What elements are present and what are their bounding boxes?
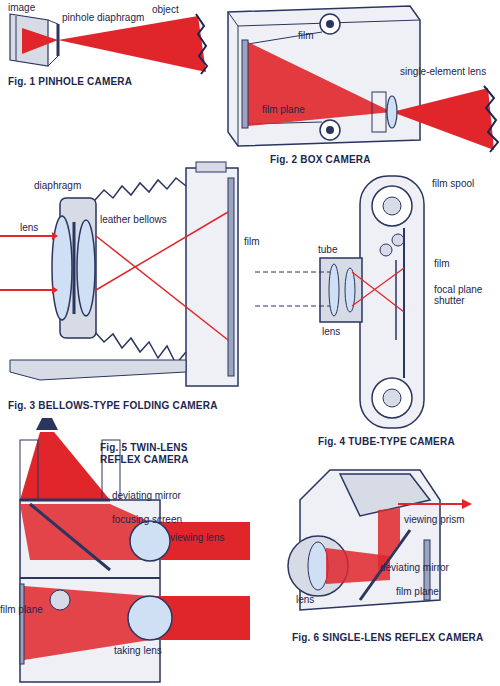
part-label: single-element lens	[400, 66, 495, 77]
part-label: focusing screen	[112, 514, 212, 525]
part-label: deviating mirror	[112, 490, 212, 501]
tube-camera	[255, 176, 424, 428]
part-label: image	[8, 2, 48, 13]
part-label: film	[244, 236, 274, 247]
figure-caption: Fig. 6 SINGLE-LENS REFLEX CAMERA	[292, 632, 492, 644]
part-label: lens	[296, 594, 326, 605]
part-label: leather bellows	[100, 214, 180, 225]
part-label: lens	[20, 222, 50, 233]
pinhole-camera	[10, 14, 207, 74]
part-label: diaphragm	[34, 180, 104, 191]
part-label: object	[152, 4, 197, 15]
part-label: viewing lens	[170, 532, 250, 543]
part-label: film spool	[432, 178, 492, 189]
part-label: film plane	[396, 586, 466, 597]
figure-caption: Fig. 3 BELLOWS-TYPE FOLDING CAMERA	[8, 400, 268, 412]
part-label: deviating mirror	[380, 562, 470, 573]
folding-camera	[0, 162, 238, 386]
figure-caption: Fig. 5 TWIN-LENS REFLEX CAMERA	[100, 442, 220, 466]
part-label: film plane	[262, 104, 322, 115]
part-label: pinhole diaphragm	[62, 12, 152, 23]
figure-caption: Fig. 2 BOX CAMERA	[270, 154, 470, 166]
part-label: film	[434, 258, 474, 269]
part-label: film	[298, 30, 338, 41]
figure-caption: Fig. 1 PINHOLE CAMERA	[8, 76, 208, 88]
part-label: taking lens	[114, 645, 194, 656]
box-camera	[228, 6, 498, 152]
part-label: viewing prism	[404, 514, 484, 525]
figure-caption: Fig. 4 TUBE-TYPE CAMERA	[318, 436, 498, 448]
single-lens-reflex-camera	[288, 470, 472, 610]
part-label: lens	[322, 326, 352, 337]
twin-lens-reflex-camera	[20, 418, 250, 682]
part-label: tube	[318, 244, 348, 255]
part-label: film plane	[0, 604, 60, 615]
part-label: focal plane shutter	[434, 284, 484, 306]
